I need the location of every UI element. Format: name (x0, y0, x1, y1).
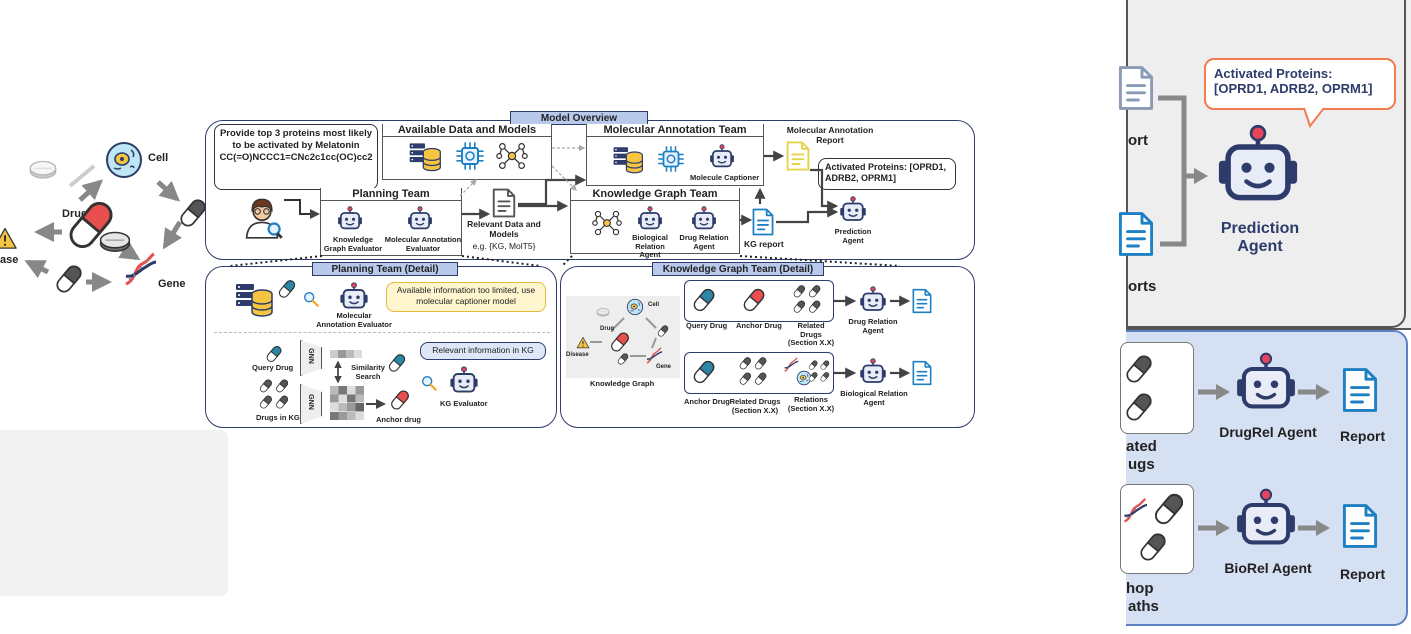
prediction-agent-label: Prediction Agent (834, 227, 872, 245)
planning-team-title: Planning Team (321, 188, 461, 201)
right-drugrel-label: DrugRel Agent (1219, 424, 1317, 440)
kg-mini-disease-label: Disease (566, 352, 589, 358)
query-bubble: Provide top 3 proteins most likely to be… (214, 124, 378, 190)
mol-team-title: Molecular Annotation Team (587, 124, 763, 137)
right-report2-icon (1342, 503, 1378, 549)
right-activated-bubble: Activated Proteins: [OPRD1, ADRB2, OPRM1… (1204, 58, 1396, 110)
right-prediction-label: Prediction Agent (1220, 220, 1300, 256)
right-ugs-label: ugs (1128, 456, 1155, 473)
right-report1-label: Report (1340, 428, 1386, 444)
bio-agent-label: Biological Relation Agent (632, 233, 668, 260)
kg-graph-label: Knowledge Graph (590, 379, 655, 388)
kg-row2-related-label: Related Drugs (Section X.X) (729, 397, 781, 415)
available-title: Available Data and Models (383, 124, 551, 137)
kg-mini-gene-label: Gene (656, 364, 672, 370)
right-bubble-tail (1303, 107, 1325, 129)
kg-detail-tag: Knowledge Graph Team (Detail) (652, 262, 824, 276)
relevant-eg-label: e.g. {KG, MolT5} (472, 241, 536, 251)
right-hop-label: hop (1126, 580, 1154, 597)
kg-row2-bio-agent-label: Biological Relation Agent (840, 389, 908, 407)
right-report-top-label: ort (1128, 132, 1148, 149)
kg-row1-anchor-label: Anchor Drug (736, 321, 782, 330)
kg-row1-related-label: Related Drugs (Section X.X) (787, 321, 835, 348)
right-activated-title: Activated Proteins: (1214, 66, 1333, 81)
mol-evaluator-label: Molecular Annotation Evaluator (384, 235, 462, 253)
right-activated-list: [OPRD1, ADRB2, OPRM1] (1214, 81, 1373, 96)
left-cell-label: Cell (148, 152, 169, 164)
right-ated-label: ated (1126, 438, 1157, 455)
pd-query-drug-label: Query Drug (252, 363, 294, 372)
pd-bubble-limited: Available information too limited, use m… (386, 282, 546, 312)
kg-mini-drug-label: Drug (600, 326, 614, 332)
right-aths-label: aths (1128, 598, 1159, 615)
pd-kg-eval-label: KG Evaluator (440, 399, 488, 408)
pd-bubble-relevant: Relevant information in KG (420, 342, 546, 360)
kg-report-label: KG report (744, 239, 784, 249)
pd-mol-eval-label: Molecular Annotation Evaluator (316, 311, 392, 329)
pd-divider (214, 332, 550, 333)
left-gene-label: Gene (158, 278, 186, 290)
activated-bubble-small: Activated Proteins: [OPRD1, ADRB2, OPRM1… (818, 158, 956, 190)
kg-team-title: Knowledge Graph Team (571, 188, 739, 201)
pd-embedding-row (330, 350, 362, 358)
right-report2-label: Report (1340, 566, 1386, 582)
pd-embedding-grid (330, 386, 364, 420)
pd-similarity-label: Similarity Search (351, 363, 385, 381)
captioner-label: Molecule Captioner (690, 173, 760, 182)
planning-detail-tag: Planning Team (Detail) (312, 262, 458, 276)
placeholder-card (0, 430, 228, 596)
drug-agent-label: Drug Relation Agent (679, 233, 729, 251)
right-top-border (1126, 0, 1406, 328)
kg-mini-cell-label: Cell (648, 302, 660, 308)
right-drugrel-robot-icon (1232, 352, 1300, 420)
right-biorel-label: BioRel Agent (1224, 560, 1312, 576)
kg-row1-query-label: Query Drug (686, 321, 728, 330)
right-biorel-robot-icon (1232, 488, 1300, 556)
model-overview-tag: Model Overview (510, 111, 648, 125)
kg-row2-relations-label: Relations (Section X.X) (787, 395, 835, 413)
relevant-label: Relevant Data and Models (467, 219, 541, 239)
pd-anchor-label: Anchor drug (376, 415, 421, 424)
left-disease-label: ase (0, 254, 19, 266)
right-report1-icon (1342, 367, 1378, 413)
pd-drugs-kg-label: Drugs in KG (256, 413, 300, 422)
kg-evaluator-label: Knowledge Graph Evaluator (323, 235, 383, 253)
kg-row1-drug-agent-label: Drug Relation Agent (848, 317, 898, 335)
kg-row2-anchor-label: Anchor Drug (684, 397, 730, 406)
right-reports-label: orts (1128, 278, 1157, 295)
mol-report-label: Molecular Annotation Report (786, 125, 874, 145)
